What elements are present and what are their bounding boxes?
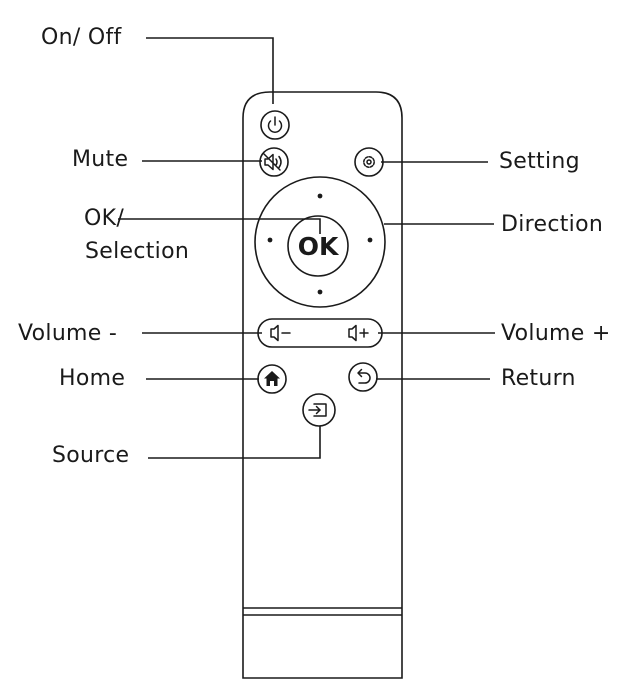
return-arrow-icon: [357, 368, 371, 384]
label-volume-minus: Volume -: [18, 321, 118, 346]
leader-lines: [118, 37, 495, 459]
label-home: Home: [59, 366, 126, 391]
source-button[interactable]: [302, 393, 336, 427]
label-direction: Direction: [501, 212, 604, 237]
leader-ok: [118, 218, 321, 234]
input-source-icon: [308, 403, 327, 417]
label-selection: Selection: [85, 239, 190, 264]
label-volume-plus: Volume +: [501, 321, 611, 346]
home-button[interactable]: [257, 364, 287, 394]
return-button[interactable]: [348, 362, 378, 392]
volume-rocker[interactable]: [257, 318, 383, 348]
direction-up-dot: [317, 193, 323, 199]
house-icon: [264, 371, 280, 386]
direction-left-dot: [267, 237, 273, 243]
label-mute: Mute: [72, 147, 129, 172]
ok-button-text: OK: [298, 232, 340, 261]
power-button[interactable]: [260, 110, 290, 140]
direction-right-dot: [367, 237, 373, 243]
label-ok: OK/: [84, 206, 125, 231]
label-on-off: On/ Off: [41, 25, 122, 50]
leader-on-off: [146, 37, 274, 104]
mute-button[interactable]: [259, 147, 289, 177]
gear-icon: [363, 156, 375, 168]
label-setting: Setting: [499, 149, 580, 174]
direction-down-dot: [317, 289, 323, 295]
setting-button[interactable]: [354, 147, 384, 177]
speaker-minus-icon: [270, 324, 291, 342]
label-source: Source: [52, 443, 130, 468]
ok-button[interactable]: OK: [287, 215, 349, 277]
power-icon: [267, 116, 283, 133]
speaker-plus-icon: [348, 324, 369, 342]
leader-source: [148, 426, 321, 459]
label-return: Return: [501, 366, 576, 391]
speaker-mute-icon: [263, 153, 282, 171]
